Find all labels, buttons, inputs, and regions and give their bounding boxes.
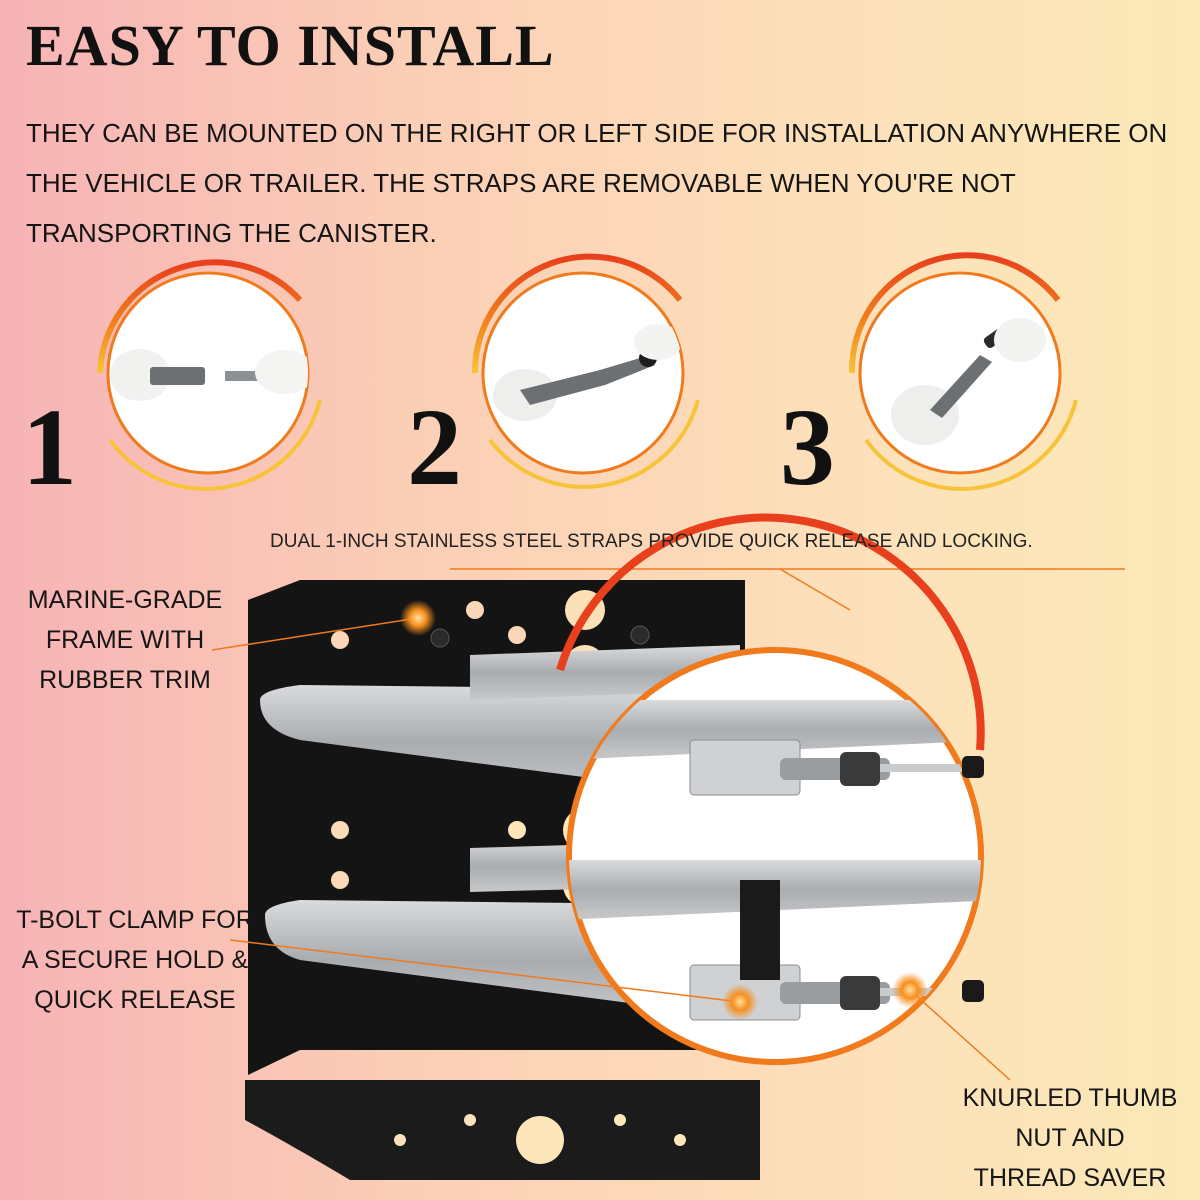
step-3-circle: [858, 271, 1062, 475]
clamp-callout-line-2: A SECURE HOLD &: [21, 946, 249, 974]
step-1-ring-outer: [97, 259, 303, 374]
step-2-circle: [481, 271, 685, 475]
step-3-number: 3: [780, 386, 835, 508]
step-3-ring-lower: [864, 399, 1078, 491]
step-3-photo: [848, 252, 1078, 491]
thread-saver-cap-top: [962, 756, 984, 778]
step-2-ring-lower: [488, 399, 700, 489]
nut-callout-dot: [892, 972, 928, 1008]
clamp-callout-dot: [722, 984, 758, 1020]
straps-callout-label: DUAL 1-INCH STAINLESS STEEL STRAPS PROVI…: [270, 531, 1033, 552]
frame-callout-line-2: FRAME WITH: [45, 626, 205, 654]
step-1-ring-lower: [108, 399, 322, 491]
frame-callout-line-1: MARINE-GRADE: [27, 586, 223, 614]
step-2-photo: [471, 253, 700, 489]
intro-paragraph: THEY CAN BE MOUNTED ON THE RIGHT OR LEFT…: [26, 118, 1168, 248]
nut-callout-line-2: NUT AND: [1015, 1124, 1125, 1152]
frame-callout-line: [211, 617, 419, 651]
nut-callout-line-3: THREAD SAVER: [973, 1164, 1167, 1192]
thread-saver-cap-bottom: [962, 980, 984, 1002]
clamp-callout-line-3: QUICK RELEASE: [34, 986, 236, 1014]
frame-callout-dot: [400, 600, 436, 636]
frame-callout-label: MARINE-GRADE FRAME WITH RUBBER TRIM: [20, 580, 230, 700]
step-2-number: 2: [407, 386, 462, 508]
straps-callout-pointer: [779, 568, 851, 611]
page-title: EASY TO INSTALL: [26, 13, 555, 78]
detail-zoom: [556, 513, 985, 1065]
nut-callout-line: [909, 989, 1011, 1081]
clamp-callout-line: [229, 939, 741, 1003]
frame-callout-line-3: RUBBER TRIM: [39, 666, 211, 694]
nut-callout-line-1: KNURLED THUMB: [962, 1084, 1178, 1112]
step-3-ring-outer: [848, 252, 1061, 374]
zoom-ring-arc-top: [556, 513, 985, 751]
clamp-callout-line-1: T-BOLT CLAMP FOR: [16, 906, 254, 934]
nut-callout-label: KNURLED THUMB NUT AND THREAD SAVER: [950, 1078, 1190, 1198]
step-2-ring-outer: [471, 253, 683, 374]
step-1-photo: [97, 259, 322, 491]
clamp-callout-label: T-BOLT CLAMP FOR A SECURE HOLD & QUICK R…: [10, 900, 260, 1020]
step-1-number: 1: [22, 386, 77, 508]
